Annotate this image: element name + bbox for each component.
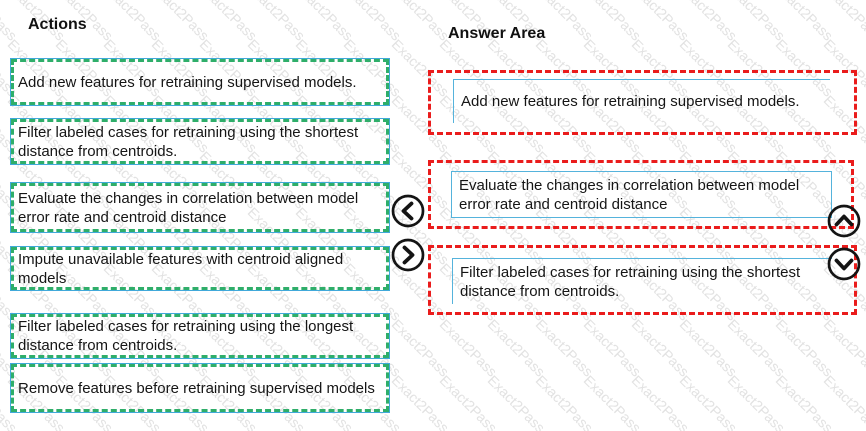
watermark-text: Exact2Pass (388, 316, 453, 380)
move-left-button[interactable] (391, 194, 425, 228)
watermark-text: Exact2Pass (532, 316, 597, 380)
watermark-text: Exact2Pass (484, 372, 549, 431)
watermark-text: Exact2Pass (244, 0, 309, 44)
watermark-text: Exact2Pass (628, 316, 693, 380)
watermark-text: Exact2Pass (580, 316, 645, 380)
move-down-button[interactable] (827, 247, 861, 281)
watermark-text: Exact2Pass (724, 372, 789, 431)
action-item-filter-longest[interactable]: Filter labeled cases for retraining usin… (10, 313, 390, 359)
watermark-text: Exact2Pass (388, 0, 453, 44)
action-item-impute-features[interactable]: Impute unavailable features with centroi… (10, 246, 390, 291)
action-item-label: Impute unavailable features with centroi… (18, 250, 344, 287)
answer-slot-2[interactable]: Evaluate the changes in correlation betw… (428, 160, 854, 229)
watermark-text: Exact2Pass (580, 372, 645, 431)
action-item-evaluate-correlation[interactable]: Evaluate the changes in correlation betw… (10, 182, 390, 233)
answer-item-label: Evaluate the changes in correlation betw… (459, 176, 800, 213)
actions-panel-title: Actions (28, 16, 87, 33)
watermark-text: Exact2Pass (484, 316, 549, 380)
action-item-label: Filter labeled cases for retraining usin… (18, 318, 354, 354)
action-item-label: Filter labeled cases for retraining usin… (18, 123, 359, 160)
watermark-text: Exact2Pass (772, 372, 837, 431)
watermark-text: Exact2Pass (772, 316, 837, 380)
action-item-label: Add new features for retraining supervis… (18, 73, 357, 91)
watermark-text: Exact2Pass (628, 372, 693, 431)
chevron-right-icon (391, 238, 425, 272)
answer-slot-3[interactable]: Filter labeled cases for retraining usin… (428, 245, 857, 315)
answer-item-evaluate-correlation[interactable]: Evaluate the changes in correlation betw… (451, 171, 832, 218)
watermark-text: Exact2Pass (724, 316, 789, 380)
answer-item-filter-shortest[interactable]: Filter labeled cases for retraining usin… (452, 258, 832, 304)
action-item-filter-shortest[interactable]: Filter labeled cases for retraining usin… (10, 118, 390, 165)
move-up-button[interactable] (827, 204, 861, 238)
action-item-label: Evaluate the changes in correlation betw… (18, 189, 359, 226)
watermark-text: Exact2Pass (148, 0, 213, 44)
chevron-left-icon (391, 194, 425, 228)
answer-slot-1[interactable]: Add new features for retraining supervis… (428, 70, 857, 135)
answer-item-add-new-features[interactable]: Add new features for retraining supervis… (453, 79, 830, 123)
watermark-text: Exact2Pass (676, 316, 741, 380)
watermark-text: Exact2Pass (100, 0, 165, 44)
watermark-text: Exact2Pass (772, 0, 837, 44)
watermark-text: Exact2Pass (388, 372, 453, 431)
watermark-text: Exact2Pass (820, 0, 866, 44)
watermark-text: Exact2Pass (580, 0, 645, 44)
action-item-remove-features[interactable]: Remove features before retraining superv… (10, 363, 390, 413)
watermark-text: Exact2Pass (292, 0, 357, 44)
watermark-text: Exact2Pass (820, 316, 866, 380)
watermark-text: Exact2Pass (724, 0, 789, 44)
watermark-text: Exact2Pass (196, 0, 261, 44)
answer-area-title: Answer Area (448, 25, 546, 42)
chevron-down-icon (827, 247, 861, 281)
move-right-button[interactable] (391, 238, 425, 272)
watermark-text: Exact2Pass (436, 372, 501, 431)
answer-item-label: Add new features for retraining supervis… (461, 93, 800, 110)
watermark-text: Exact2Pass (532, 372, 597, 431)
watermark-text: Exact2Pass (676, 372, 741, 431)
watermark-text: Exact2Pass (676, 0, 741, 44)
action-item-add-new-features[interactable]: Add new features for retraining supervis… (10, 58, 390, 106)
watermark-text: Exact2Pass (628, 0, 693, 44)
watermark-text: Exact2Pass (340, 0, 405, 44)
watermark-text: Exact2Pass (436, 316, 501, 380)
action-item-label: Remove features before retraining superv… (18, 379, 375, 397)
watermark-text: Exact2Pass (820, 372, 866, 431)
chevron-up-icon (827, 204, 861, 238)
watermark-text: Exact2Pass (0, 0, 21, 44)
answer-item-label: Filter labeled cases for retraining usin… (460, 263, 801, 300)
